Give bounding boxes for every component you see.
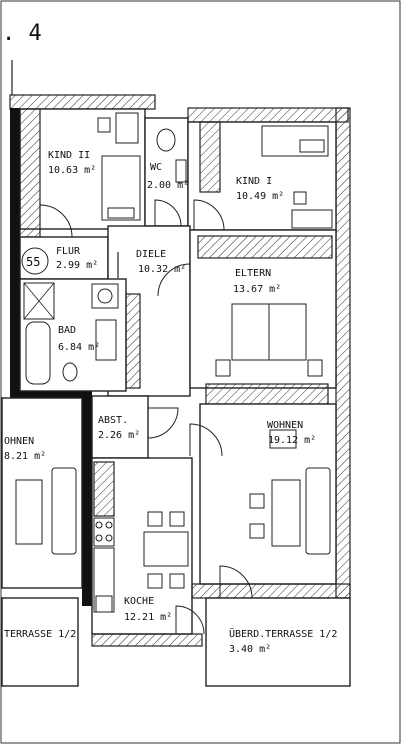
wohnen-left-table: [15, 479, 43, 545]
abst-area: 2.26 m²: [98, 430, 140, 441]
koche-burner-4: [105, 534, 113, 542]
koche-chair-2: [169, 511, 185, 527]
wohnen-table: [271, 479, 301, 547]
wohnen-chair-1: [249, 493, 265, 509]
eltern-wardrobe-top: [197, 235, 333, 259]
party-wall-left: [10, 108, 20, 398]
terrasse-right-name: ÜBERD.TERRASSE 1/2: [229, 627, 337, 640]
diele-door: [157, 263, 191, 297]
diele-area: 10.32 m²: [138, 264, 186, 275]
kind1-door: [193, 199, 225, 231]
bad-bathtub: [25, 321, 51, 385]
kind2-bed-pillow: [107, 207, 135, 219]
kind1-area: 10.49 m²: [236, 191, 284, 202]
eltern-bedside-right: [307, 359, 323, 377]
bad-area: 6.84 m²: [58, 342, 100, 353]
wohnen-left-area: 8.21 m²: [4, 451, 46, 462]
kind1-wardrobe: [199, 121, 221, 193]
terrasse-right: [205, 597, 351, 687]
eltern-bedside-left: [215, 359, 231, 377]
wc-toilet: [156, 128, 176, 152]
koche-door: [175, 605, 205, 635]
unit-number: 55: [26, 255, 40, 269]
wc-area: 2.00 m²: [147, 180, 189, 191]
koche-burner-2: [105, 521, 113, 529]
koche-chair-1: [147, 511, 163, 527]
kind1-desk: [291, 209, 333, 229]
abst-name: ABST.: [98, 415, 128, 426]
bad-sink: [95, 319, 117, 361]
koche-burner-3: [95, 534, 103, 542]
abst-room: [91, 395, 149, 459]
kind2-chair: [97, 117, 111, 133]
bad-washing-machine-drum: [97, 288, 113, 304]
bad-toilet: [62, 362, 78, 382]
party-wall-vertical: [82, 388, 92, 606]
bad-cabinet: [125, 293, 141, 389]
koche-sink: [95, 595, 113, 613]
unit-circle: [21, 247, 49, 275]
koche-area: 12.21 m²: [124, 612, 172, 623]
koche-burner-1: [95, 521, 103, 529]
kind2-door: [39, 204, 73, 238]
eltern-wardrobe-bottom: [205, 383, 329, 405]
kind2-desk: [115, 112, 139, 144]
wohnen-name: WOHNEN: [267, 420, 303, 431]
wc-name: WC: [150, 162, 162, 173]
wall-right: [335, 107, 351, 599]
abst-door: [147, 407, 179, 439]
kind1-chair: [293, 191, 307, 205]
eltern-name: ELTERN: [235, 268, 271, 279]
wohnen-sofa: [305, 467, 331, 555]
flur-area: 2.99 m²: [56, 260, 98, 271]
wc-basin: [175, 159, 187, 183]
kind1-name: KIND I: [236, 176, 272, 187]
wohnen-armchair: [269, 429, 297, 449]
wall-top-right: [187, 107, 349, 123]
wohnen-chair-2: [249, 523, 265, 539]
kind1-bed-pillow: [299, 139, 325, 153]
koche-dining-table: [143, 531, 189, 567]
kind2-area: 10.63 m²: [48, 165, 96, 176]
terrasse-right-area: 3.40 m²: [229, 644, 271, 655]
wohnen-area: 19.12 m²: [268, 435, 316, 446]
flur-name: FLUR: [56, 246, 81, 257]
eltern-area: 13.67 m²: [233, 284, 281, 295]
koche-chair-4: [169, 573, 185, 589]
wall-bottom-koche: [91, 633, 203, 647]
wall-top-left: [9, 94, 156, 110]
diele-name: DIELE: [136, 249, 166, 260]
wohnen-terrace-door: [219, 565, 253, 599]
terrasse-left-name: TERRASSE 1/2: [4, 629, 76, 640]
wall-bottom-wohnen: [191, 583, 351, 599]
party-wall-lower: [10, 388, 92, 398]
bad-name: BAD: [58, 325, 76, 336]
wohnen-left-sofa: [51, 467, 77, 555]
wohnen-left-name: OHNEN: [4, 436, 34, 447]
kind2-wardrobe: [19, 108, 41, 238]
bad-shower-diag-2: [23, 282, 55, 320]
terrasse-left: [1, 597, 79, 687]
wohnen-door: [189, 423, 223, 457]
sheet-number: . 4: [2, 21, 42, 46]
kind2-name: KIND II: [48, 150, 90, 161]
koche-counter-top: [93, 461, 115, 517]
koche-name: KOCHE: [124, 596, 154, 607]
wc-door: [154, 199, 182, 227]
koche-chair-3: [147, 573, 163, 589]
